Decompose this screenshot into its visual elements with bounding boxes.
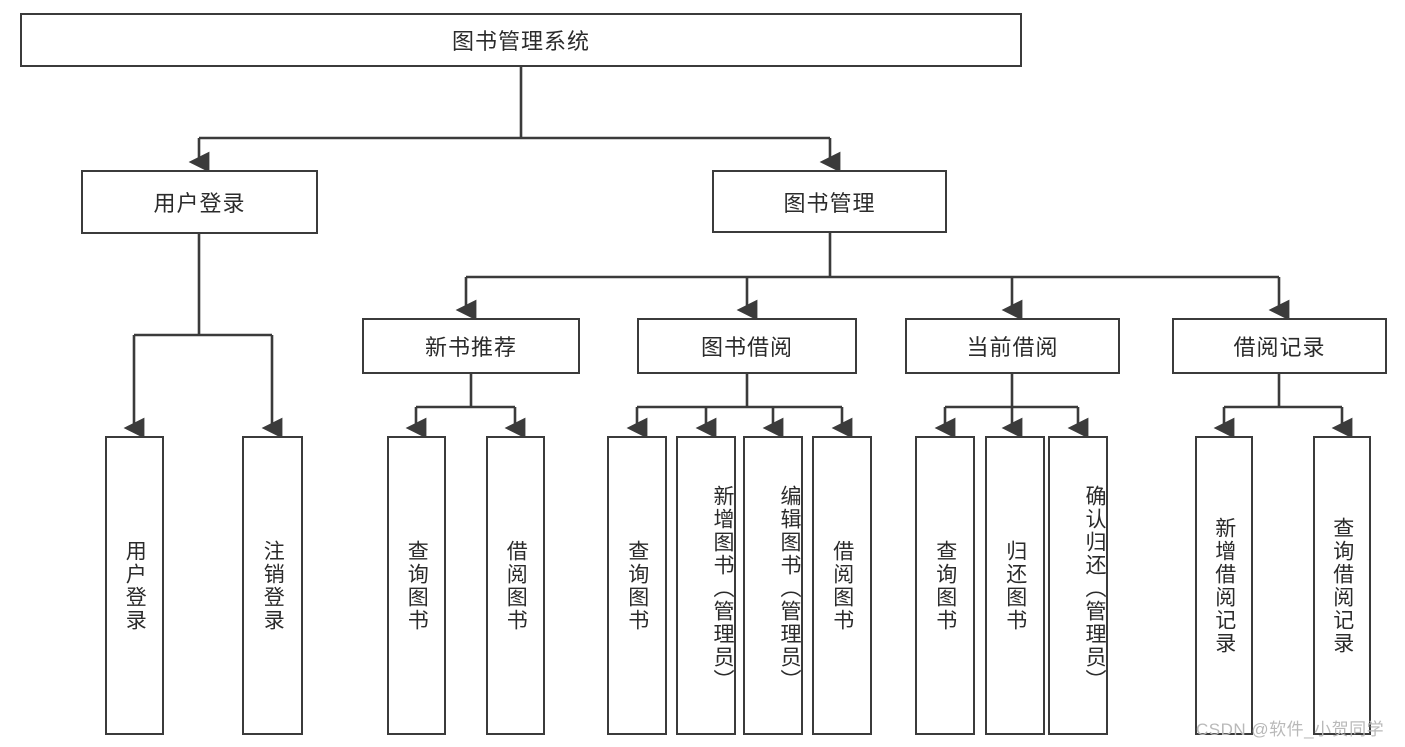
- leaf-label: 新增图书（管理员）: [711, 485, 734, 692]
- leaf-label: 确认归还（管理员）: [1083, 485, 1106, 692]
- leaf-current-borrow-query[interactable]: 查询图书: [915, 436, 975, 735]
- node-borrow-record[interactable]: 借阅记录: [1172, 318, 1387, 374]
- node-book-borrow[interactable]: 图书借阅: [637, 318, 857, 374]
- leaf-label: 注销登录: [261, 539, 285, 632]
- leaf-label: 查询图书: [625, 539, 649, 632]
- leaf-label: 新增借阅记录: [1212, 516, 1236, 655]
- leaf-book-borrow-lend[interactable]: 借阅图书: [812, 436, 872, 735]
- leaf-new-book-query[interactable]: 查询图书: [387, 436, 446, 735]
- leaf-user-login-login[interactable]: 用户登录: [105, 436, 164, 735]
- leaf-label: 归还图书: [1003, 539, 1027, 632]
- node-new-book-recommend-label: 新书推荐: [424, 335, 517, 360]
- leaf-label: 查询借阅记录: [1330, 516, 1354, 655]
- node-new-book-recommend[interactable]: 新书推荐: [362, 318, 580, 374]
- leaf-label: 借阅图书: [504, 539, 528, 632]
- leaf-book-borrow-add[interactable]: 新增图书（管理员）: [676, 436, 736, 735]
- leaf-user-login-logout[interactable]: 注销登录: [242, 436, 303, 735]
- leaf-label: 用户登录: [123, 539, 147, 632]
- node-current-borrow-label: 当前借阅: [966, 335, 1059, 360]
- node-borrow-record-label: 借阅记录: [1233, 335, 1326, 360]
- leaf-label: 借阅图书: [830, 539, 854, 632]
- leaf-label: 查询图书: [933, 539, 957, 632]
- node-book-management[interactable]: 图书管理: [712, 170, 947, 233]
- node-user-login-label: 用户登录: [153, 191, 246, 216]
- node-book-borrow-label: 图书借阅: [700, 335, 793, 360]
- leaf-borrow-record-query[interactable]: 查询借阅记录: [1313, 436, 1371, 735]
- leaf-current-borrow-return[interactable]: 归还图书: [985, 436, 1045, 735]
- node-book-management-label: 图书管理: [783, 190, 876, 216]
- leaf-book-borrow-query[interactable]: 查询图书: [607, 436, 667, 735]
- node-root[interactable]: 图书管理系统: [20, 13, 1022, 67]
- leaf-book-borrow-edit[interactable]: 编辑图书（管理员）: [743, 436, 803, 735]
- leaf-borrow-record-add[interactable]: 新增借阅记录: [1195, 436, 1253, 735]
- node-current-borrow[interactable]: 当前借阅: [905, 318, 1120, 374]
- leaf-new-book-borrow[interactable]: 借阅图书: [486, 436, 545, 735]
- node-root-label: 图书管理系统: [451, 29, 590, 54]
- leaf-current-borrow-confirm[interactable]: 确认归还（管理员）: [1048, 436, 1108, 735]
- leaf-label: 查询图书: [405, 539, 429, 632]
- node-user-login[interactable]: 用户登录: [81, 170, 318, 234]
- leaf-label: 编辑图书（管理员）: [778, 485, 801, 692]
